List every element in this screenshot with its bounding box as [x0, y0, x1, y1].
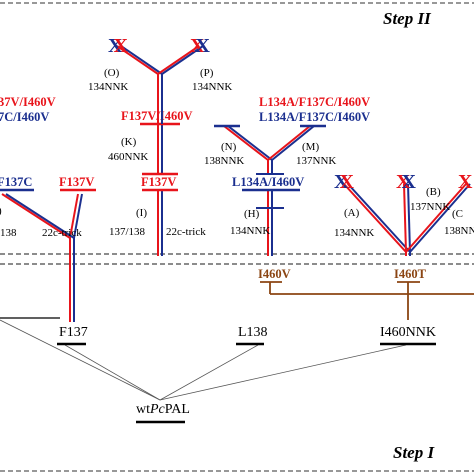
mutant-f137c: F137C — [0, 175, 32, 189]
left-library-site: /138 — [0, 227, 17, 239]
abc-branch-red — [405, 183, 467, 253]
dead-end-mark-o: XX — [108, 35, 128, 57]
library-o-label: (O) — [104, 67, 120, 79]
left-y-branch-red — [69, 193, 79, 239]
library-i-site: 137/138 — [109, 226, 146, 238]
nm-branch-blue — [271, 125, 315, 161]
dead-end-mark-c: X — [458, 171, 473, 193]
mutant-f137v-left: F137V — [59, 175, 94, 189]
dead-end-mark-a: XX — [334, 171, 354, 193]
library-p-site: 134NNK — [192, 81, 232, 93]
library-k-label: (K) — [121, 136, 137, 148]
abc-branch-red — [343, 183, 407, 253]
variant-i460v: I460V — [258, 267, 291, 281]
nm-branch-blue — [227, 125, 273, 161]
mutant-f137v-center: F137V — [141, 175, 176, 189]
nm-branch-red — [267, 125, 311, 161]
library-i-label: (I) — [136, 207, 147, 219]
left-y-branch-blue — [5, 193, 75, 239]
library-n-site: 138NNK — [204, 155, 244, 167]
op-branch-blue — [161, 45, 204, 75]
library-i-method: 22c-trick — [166, 226, 206, 238]
library-h-label: (H) — [244, 208, 260, 220]
mutant-l134a-f137c-i460v-red: L134A/F137C/I460V — [259, 95, 370, 109]
step-i-label: Step I — [393, 443, 435, 462]
i460-variant-tree — [260, 281, 474, 320]
mutant-l134a-i460v: L134A/I460V — [232, 175, 304, 189]
target-i460nnk: I460NNK — [380, 325, 436, 340]
variant-i460t: I460T — [394, 267, 427, 281]
nm-branch-red — [223, 125, 269, 161]
library-c-site: 138NN — [444, 225, 474, 237]
library-o-site: 134NNK — [88, 81, 128, 93]
mutant-f137v-i460v: F137V/I460V — [121, 109, 193, 123]
left-y-branch-blue — [73, 193, 83, 239]
parent-connector-lines — [0, 319, 407, 401]
target-f137: F137 — [59, 325, 88, 340]
left-library-method: 22c-trick — [42, 227, 82, 239]
library-a-label: (A) — [344, 207, 360, 219]
library-a-site: 134NNK — [334, 227, 374, 239]
library-b-site: 137NNK — [410, 201, 450, 213]
step-ii-label: Step II — [383, 9, 432, 28]
library-n-label: (N) — [221, 141, 237, 153]
library-m-label: (M) — [302, 141, 319, 153]
dead-end-mark-p: XX — [190, 35, 210, 57]
target-l138: L138 — [238, 325, 268, 340]
mutant-f137c-i460v-partial: 7C/I460V — [0, 110, 49, 124]
abc-branch-blue — [347, 183, 411, 253]
dead-end-mark-b: XX — [396, 171, 416, 193]
library-b-label: (B) — [426, 186, 441, 198]
library-p-label: (P) — [200, 67, 214, 79]
library-h-site: 134NNK — [230, 225, 270, 237]
abc-branch-blue — [409, 183, 471, 253]
wt-pcpal-label: wtPcPAL — [136, 402, 190, 417]
library-k-site: 460NNK — [108, 151, 148, 163]
op-branch-red — [157, 45, 200, 75]
mutant-f137v-i460v-partial: 37V/I460V — [0, 95, 56, 109]
library-m-site: 137NNK — [296, 155, 336, 167]
left-y-branch-red — [1, 193, 71, 239]
op-branch-red — [116, 45, 159, 75]
library-c-label: (C — [452, 208, 463, 220]
abc-branch-blue — [407, 183, 411, 253]
abc-branch-red — [403, 183, 407, 253]
op-branch-blue — [120, 45, 163, 75]
mutant-l134a-f137c-i460v-blue: L134A/F137C/I460V — [259, 110, 370, 124]
left-library-bracket: ) — [0, 205, 2, 217]
